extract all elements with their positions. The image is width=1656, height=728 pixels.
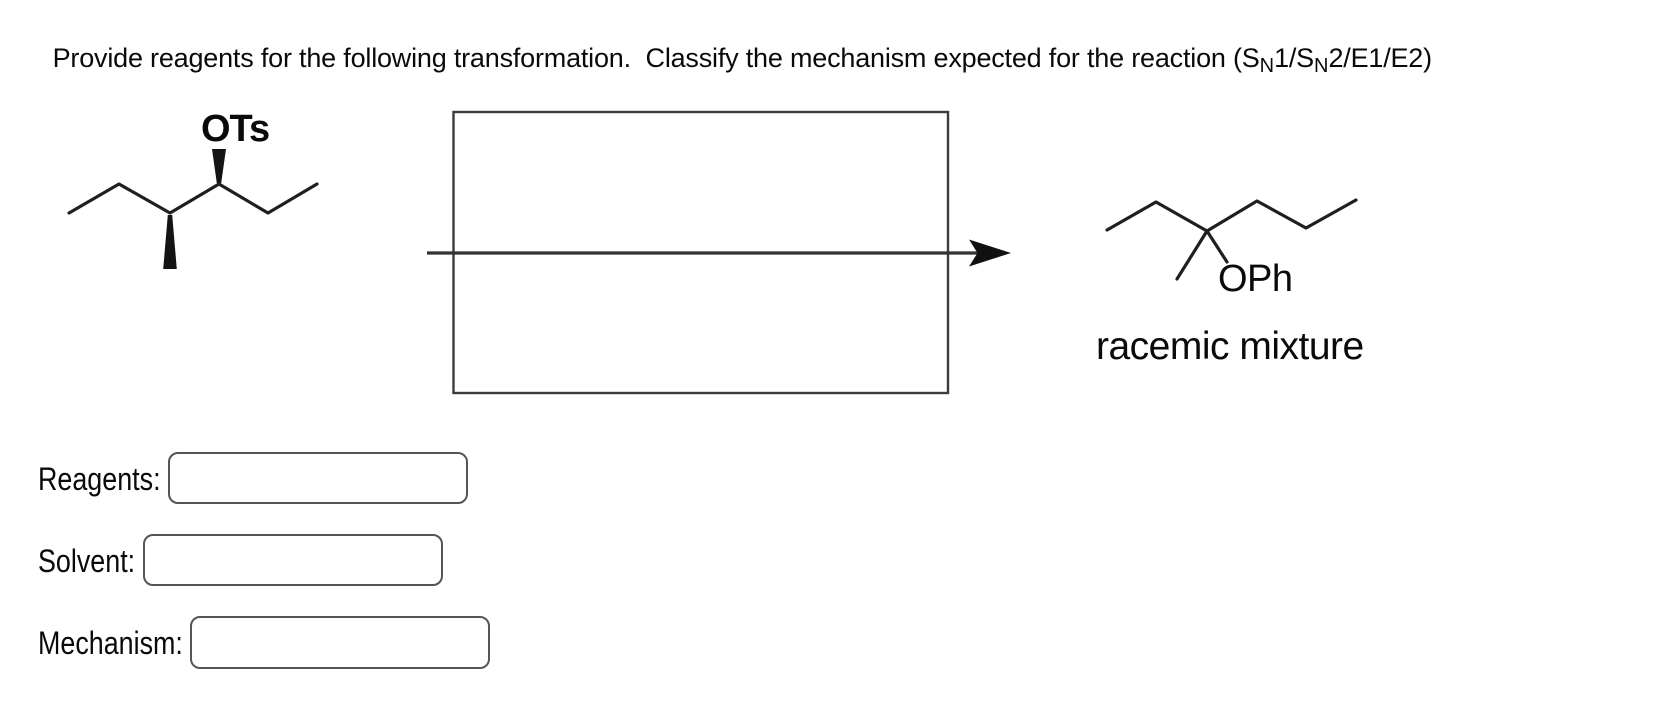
question-title-text-3: 2/E1/E2) xyxy=(1328,43,1432,73)
product-carbon-chain xyxy=(1105,198,1358,233)
oph-label: OPh xyxy=(1218,258,1293,300)
question-title-text-1: Provide reagents for the following trans… xyxy=(52,43,1260,73)
wedge-bond-ots-up xyxy=(212,149,226,183)
racemic-mixture-note: racemic mixture xyxy=(1096,325,1364,368)
mechanism-input[interactable] xyxy=(190,616,490,669)
reactant-structure xyxy=(67,182,319,215)
mechanism-label: Mechanism: xyxy=(38,625,183,661)
question-title-text-2: 1/S xyxy=(1274,43,1314,73)
subscript-n-1: N xyxy=(1259,55,1275,77)
question-title: Provide reagents for the following trans… xyxy=(38,9,1433,83)
solvent-input[interactable] xyxy=(143,534,443,586)
subscript-n-2: N xyxy=(1314,55,1329,77)
ots-label: OTs xyxy=(201,108,270,150)
reagents-label: Reagents: xyxy=(38,461,161,497)
product-methyl-bond xyxy=(1175,229,1209,281)
product-structure xyxy=(1105,198,1358,281)
reactant-carbon-chain xyxy=(67,182,319,215)
reagents-input[interactable] xyxy=(168,452,468,504)
wedge-bond-methyl-down xyxy=(163,215,177,269)
solvent-label: Solvent: xyxy=(38,543,136,579)
product-oph-bond xyxy=(1205,229,1229,264)
reaction-arrow-head xyxy=(969,239,1011,267)
